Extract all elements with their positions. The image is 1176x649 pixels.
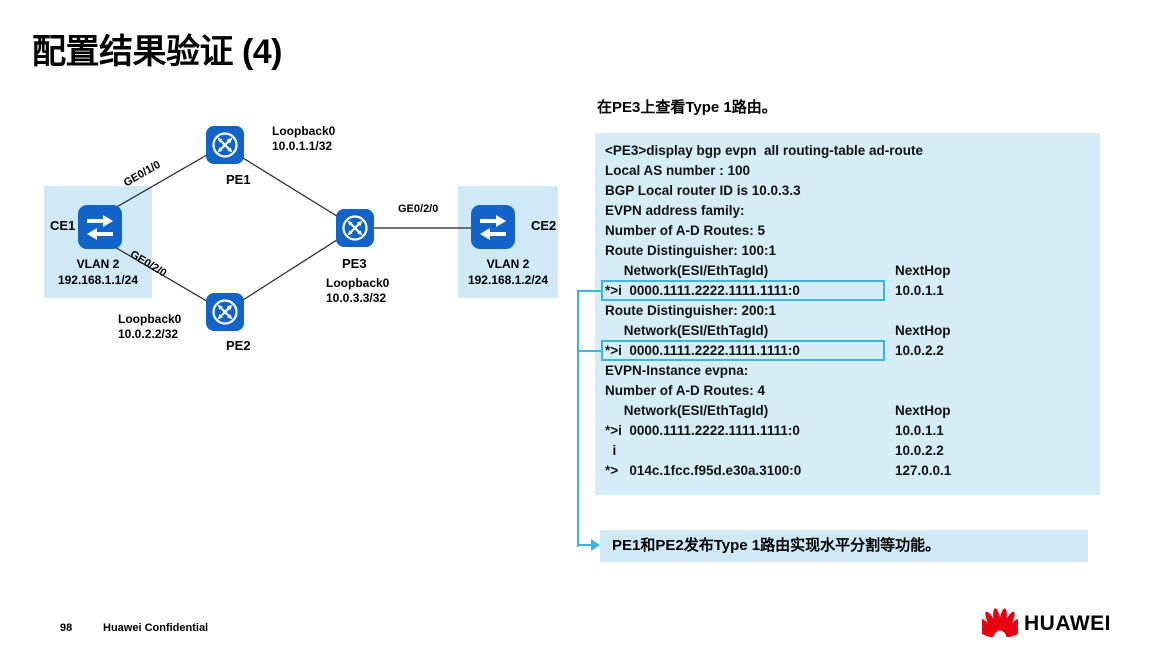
connector-stub (577, 290, 602, 292)
router-icon (205, 125, 245, 165)
pe1-loopback-line1: Loopback0 (272, 124, 336, 138)
router-icon (205, 292, 245, 332)
ce1-label: CE1 (50, 218, 76, 233)
console-line-text: BGP Local router ID is 10.0.3.3 (605, 183, 801, 198)
switch-icon (77, 204, 123, 250)
console-line-text: *>i 0000.1111.2222.1111.1111:0 (605, 283, 800, 298)
pe1-loopback-line2: 10.0.1.1/32 (272, 139, 333, 153)
console-line-text: *>i 0000.1111.2222.1111.1111:0 (605, 423, 800, 438)
connector-stub (577, 350, 602, 352)
huawei-logo-text: HUAWEI (1024, 612, 1111, 635)
console-line-text: Route Distinguisher: 200:1 (605, 303, 777, 318)
console-nexthop-value: 10.0.2.2 (895, 443, 944, 458)
pe1-label: PE1 (226, 172, 251, 187)
console-nexthop-value: 127.0.0.1 (895, 463, 952, 478)
console-nexthop-value: NextHop (895, 323, 951, 338)
ce1-vlan-line1: VLAN 2 (76, 257, 120, 271)
ce2-vlan-label: VLAN 2 192.168.1.2/24 (458, 256, 558, 288)
console-line: Route Distinguisher: 100:1 (605, 241, 1100, 261)
console-line-text: EVPN-Instance evpna: (605, 363, 749, 378)
console-line-text: Local AS number : 100 (605, 163, 751, 178)
pe3-label: PE3 (342, 256, 367, 271)
pe2-loopback-line1: Loopback0 (118, 312, 182, 326)
huawei-flower-icon (982, 608, 1018, 638)
page-title: 配置结果验证 (4) (32, 33, 283, 71)
console-line-text: *> 014c.1fcc.f95d.e30a.3100:0 (605, 463, 802, 478)
console-line-text: Number of A-D Routes: 5 (605, 223, 766, 238)
connector-arrowhead-icon (591, 539, 600, 551)
console-nexthop-value: NextHop (895, 263, 951, 278)
console-line: *>i 0000.1111.2222.1111.1111:0 10.0.1.1 (605, 421, 1100, 441)
console-heading: 在PE3上查看Type 1路由。 (597, 99, 777, 116)
console-line-text: Network(ESI/EthTagId) (605, 323, 769, 338)
console-line: Number of A-D Routes: 5 (605, 221, 1100, 241)
huawei-logo: HUAWEI (982, 608, 1111, 640)
console-line-text: *>i 0000.1111.2222.1111.1111:0 (605, 343, 800, 358)
switch-icon (470, 204, 516, 250)
link-label-pe3-ce2: GE0/2/0 (398, 203, 439, 215)
ce1-vlan-line2: 192.168.1.1/24 (57, 273, 139, 287)
pe1-loopback: Loopback0 10.0.1.1/32 (272, 124, 335, 154)
console-line-text: Network(ESI/EthTagId) (605, 403, 769, 418)
callout-note: PE1和PE2发布Type 1路由实现水平分割等功能。 (600, 530, 1088, 562)
console-nexthop-value: NextHop (895, 403, 951, 418)
link-label-ce1-pe1: GE0/1/0 (121, 158, 163, 190)
console-nexthop-value: 10.0.1.1 (895, 283, 944, 298)
footer-confidential: Huawei Confidential (103, 622, 209, 634)
console-line: *> 014c.1fcc.f95d.e30a.3100:0 127.0.0.1 (605, 461, 1100, 481)
ce2-vlan-line2: 192.168.1.2/24 (467, 273, 549, 287)
console-line: *>i 0000.1111.2222.1111.1111:0 10.0.1.1 (601, 280, 1100, 301)
console-line-text: Route Distinguisher: 100:1 (605, 243, 777, 258)
console-line-text: i (605, 443, 617, 458)
pe3-loopback: Loopback0 10.0.3.3/32 (326, 276, 389, 306)
console-nexthop-value: 10.0.2.2 (895, 343, 944, 358)
console-line-text: Network(ESI/EthTagId) (605, 263, 769, 278)
console-output: <PE3>display bgp evpn all routing-table … (595, 133, 1100, 495)
console-line: BGP Local router ID is 10.0.3.3 (605, 181, 1100, 201)
console-line: Network(ESI/EthTagId) NextHop (605, 261, 1100, 281)
ce1-vlan-label: VLAN 2 192.168.1.1/24 (44, 256, 152, 288)
console-line: Network(ESI/EthTagId) NextHop (605, 401, 1100, 421)
console-line: *>i 0000.1111.2222.1111.1111:0 10.0.2.2 (601, 340, 1100, 361)
console-nexthop-value: 10.0.1.1 (895, 423, 944, 438)
console-line: EVPN address family: (605, 201, 1100, 221)
pe3-loopback-line2: 10.0.3.3/32 (326, 291, 387, 305)
console-line: Network(ESI/EthTagId) NextHop (605, 321, 1100, 341)
console-line: Number of A-D Routes: 4 (605, 381, 1100, 401)
console-line: EVPN-Instance evpna: (605, 361, 1100, 381)
pe2-loopback: Loopback0 10.0.2.2/32 (118, 312, 181, 342)
console-line: i 10.0.2.2 (605, 441, 1100, 461)
console-line-text: EVPN address family: (605, 203, 745, 218)
console-line-text: <PE3>display bgp evpn all routing-table … (605, 143, 924, 158)
connector-line (577, 290, 579, 547)
router-icon (335, 208, 375, 248)
console-line: <PE3>display bgp evpn all routing-table … (605, 141, 1100, 161)
ce2-vlan-line1: VLAN 2 (486, 257, 530, 271)
console-line-text: Number of A-D Routes: 4 (605, 383, 766, 398)
pe2-loopback-line2: 10.0.2.2/32 (118, 327, 179, 341)
ce2-label: CE2 (531, 218, 557, 233)
pe3-loopback-line1: Loopback0 (326, 276, 390, 290)
console-line: Route Distinguisher: 200:1 (605, 301, 1100, 321)
console-line: Local AS number : 100 (605, 161, 1100, 181)
pe2-label: PE2 (226, 338, 251, 353)
page-number: 98 (60, 622, 73, 634)
connector-stub (577, 544, 593, 546)
